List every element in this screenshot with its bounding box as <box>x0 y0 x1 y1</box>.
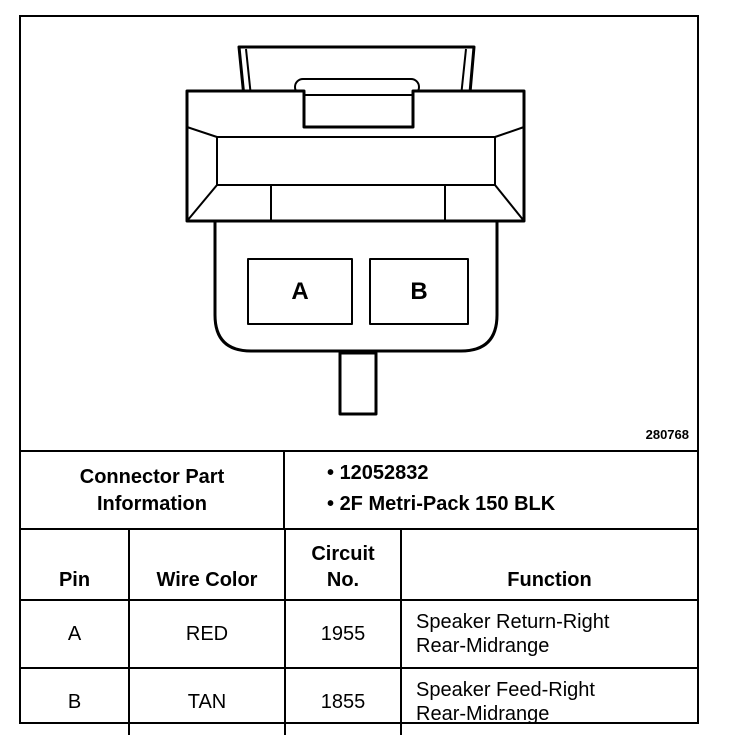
cavity-label-a: A <box>291 277 309 305</box>
header-pin: Pin <box>21 528 130 601</box>
function-cell: Speaker Feed-Right Rear-Midrange <box>400 667 697 735</box>
function-cell: Speaker Return-Right Rear-Midrange <box>400 599 697 669</box>
table-row: A RED 1955 Speaker Return-Right Rear-Mid… <box>21 599 697 669</box>
connector-info-label: Connector Part Information <box>21 452 285 530</box>
function-line2: Rear-Midrange <box>416 703 550 725</box>
function-line1: Speaker Feed-Right <box>416 679 595 701</box>
function-line2: Rear-Midrange <box>416 635 550 657</box>
connector-info-label-line1: Connector Part <box>79 466 225 488</box>
header-wire-color: Wire Color <box>128 528 286 601</box>
connector-type: 2F Metri-Pack 150 BLK <box>339 493 556 515</box>
connector-info-label-line2: Information <box>97 493 207 515</box>
part-number: 12052832 <box>339 462 429 484</box>
header-function: Function <box>400 528 697 601</box>
connector-info-row: Connector Part Information • 12052832 • … <box>21 450 697 530</box>
wire-color-cell: TAN <box>128 667 286 735</box>
pin-cell: A <box>21 599 130 669</box>
connector-info-values: • 12052832 • 2F Metri-Pack 150 BLK <box>285 452 697 530</box>
part-number-item: • 12052832 <box>327 462 429 484</box>
function-line1: Speaker Return-Right <box>416 611 610 633</box>
header-circuit-line1: Circuit <box>311 543 375 565</box>
pin-table: Pin Wire Color Circuit No. Function A RE… <box>21 528 697 735</box>
pin-cell: B <box>21 667 130 735</box>
cavity-label-b: B <box>410 277 428 305</box>
connector-outline <box>185 45 526 416</box>
circuit-cell: 1955 <box>284 599 402 669</box>
connector-drawing: A B 280768 <box>21 17 701 450</box>
table-row: B TAN 1855 Speaker Feed-Right Rear-Midra… <box>21 667 697 735</box>
table-header-row: Pin Wire Color Circuit No. Function <box>21 528 697 601</box>
circuit-cell: 1855 <box>284 667 402 735</box>
connector-type-item: • 2F Metri-Pack 150 BLK <box>327 493 556 515</box>
header-circuit-line2: No. <box>326 569 360 591</box>
diagram-frame: A B 280768 Connector Part Information • … <box>19 15 701 735</box>
header-circuit: Circuit No. <box>284 528 402 601</box>
figure-number: 280768 <box>645 427 689 442</box>
wire-color-cell: RED <box>128 599 286 669</box>
